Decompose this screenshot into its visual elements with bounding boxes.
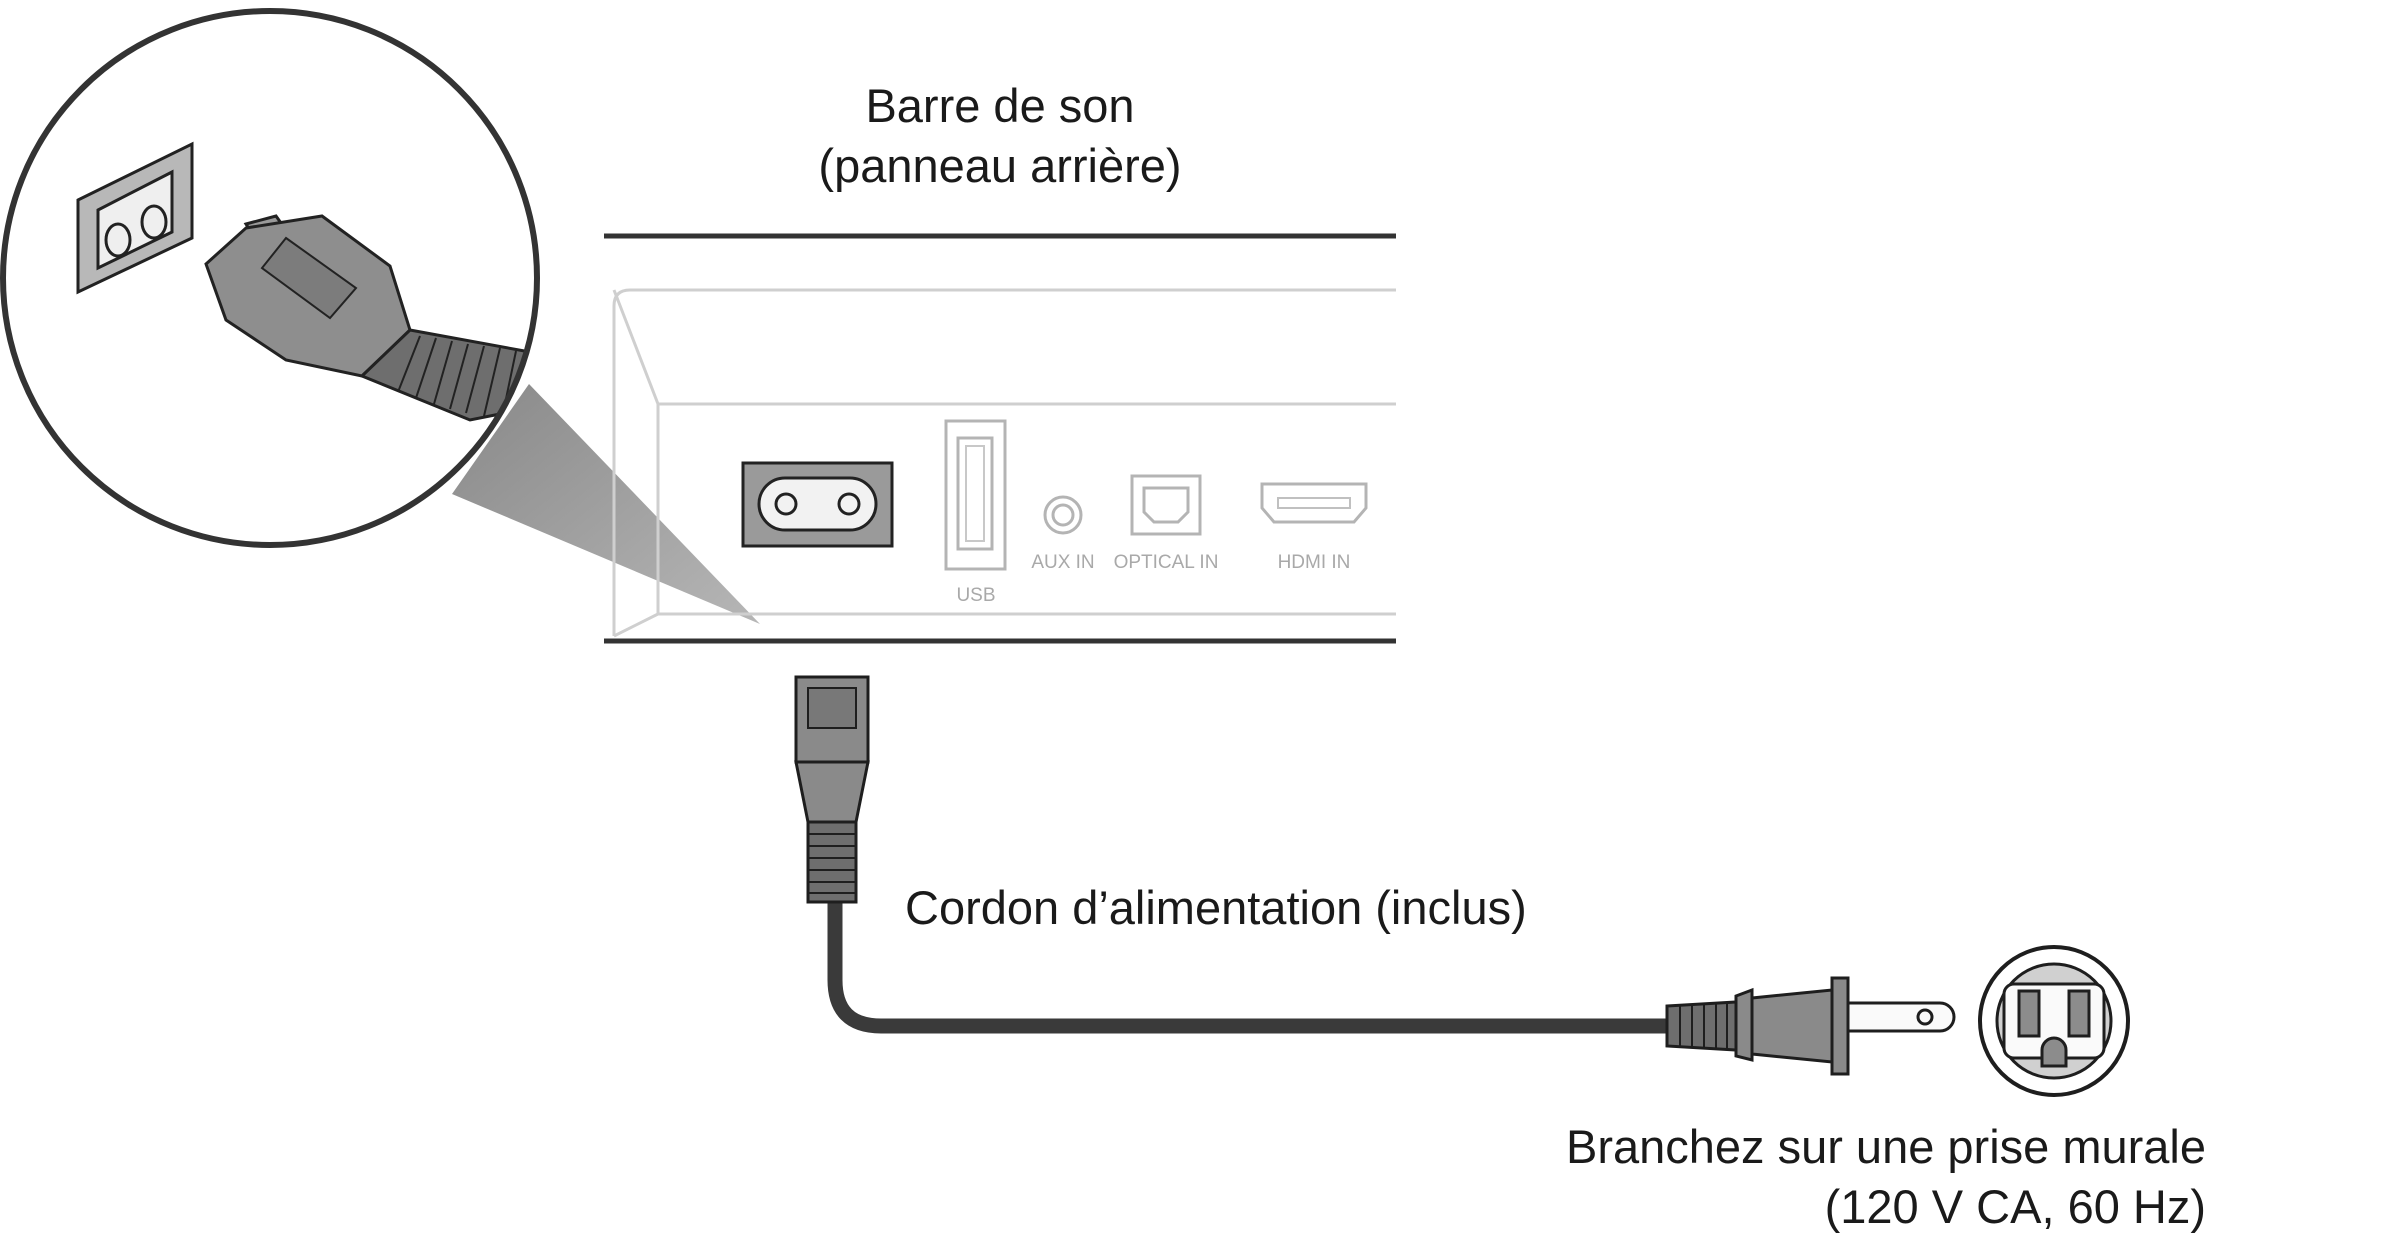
- power-inlet: [741, 461, 894, 548]
- optical-in-port-label: OPTICAL IN: [1114, 552, 1219, 573]
- power-cord: [827, 900, 1672, 1034]
- wall-outlet: [1978, 945, 2130, 1097]
- wall-outlet-label: Branchez sur une prise murale (120 V CA,…: [1566, 1117, 2206, 1237]
- aux-in-port: AUX IN: [1031, 495, 1095, 573]
- soundbar-title: Barre de son (panneau arrière): [810, 76, 1190, 196]
- hdmi-in-port-label: HDMI IN: [1278, 552, 1351, 573]
- plug-closeup: [204, 214, 532, 422]
- soundbar-title-line1: Barre de son: [865, 79, 1135, 132]
- hdmi-in-port: HDMI IN: [1260, 482, 1368, 573]
- power-cord-label: Cordon d’alimentation (inclus): [905, 881, 1527, 934]
- wall-outlet-label-line2: (120 V CA, 60 Hz): [1824, 1180, 2206, 1233]
- soundbar-rear-panel: USB AUX IN OPTICAL IN HDMI IN: [604, 233, 1396, 644]
- ac-plug: [1665, 976, 1956, 1076]
- optical-in-port: OPTICAL IN: [1114, 474, 1219, 573]
- usb-port-label: USB: [956, 585, 995, 606]
- inlet-closeup: [76, 141, 194, 295]
- usb-port: USB: [944, 419, 1007, 606]
- iec-connector: [794, 675, 870, 904]
- wall-outlet-label-line1: Branchez sur une prise murale: [1565, 1120, 2206, 1173]
- magnifier-beam: [452, 384, 760, 624]
- soundbar-title-line2: (panneau arrière): [818, 139, 1182, 192]
- aux-in-port-label: AUX IN: [1031, 552, 1094, 573]
- magnifier-lens: [0, 8, 540, 548]
